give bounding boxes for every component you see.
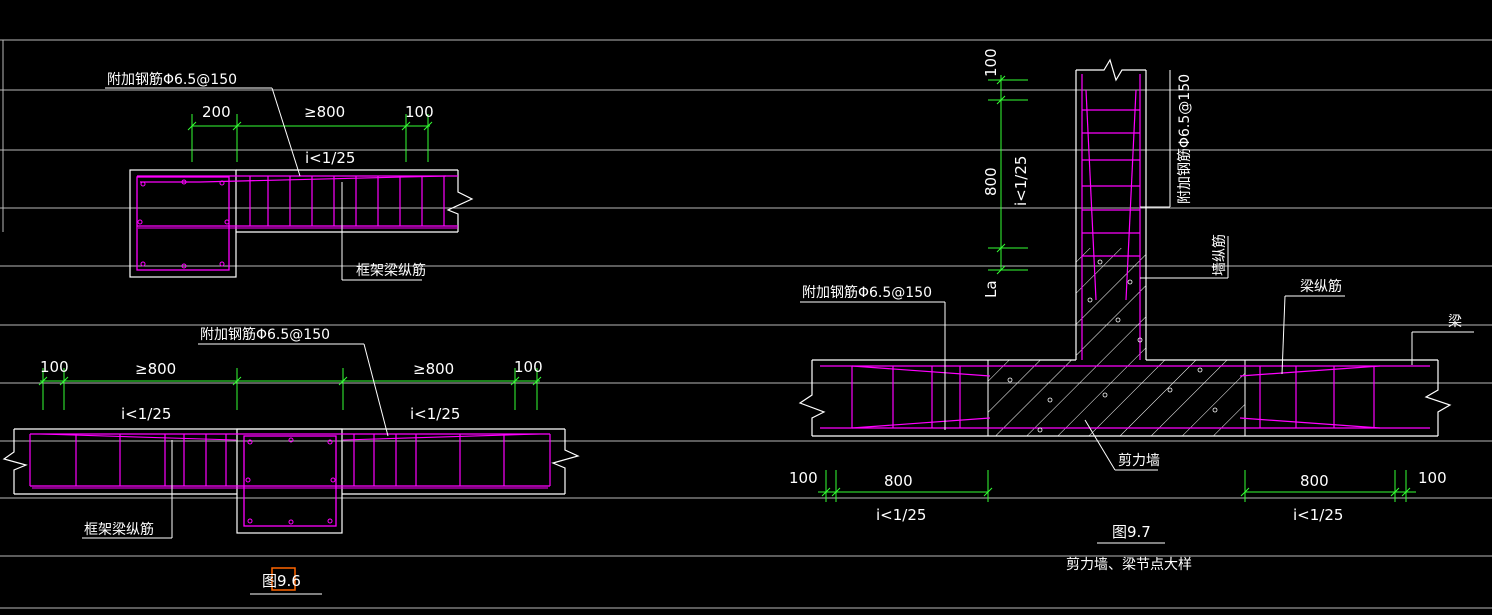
fig97-subcaption: 剪力墙、梁节点大样 bbox=[1066, 557, 1192, 573]
fig96-lower-beam bbox=[2, 343, 580, 539]
fig97-caption: 图9.7 bbox=[1112, 523, 1151, 541]
fig97-dim-100-top: 100 bbox=[982, 48, 1000, 77]
fig96-upper-rebar-label: 附加钢筋Φ6.5@150 bbox=[107, 71, 237, 88]
grid-lines bbox=[0, 39, 1492, 609]
fig96-lower-rebar-label: 附加钢筋Φ6.5@150 bbox=[200, 326, 330, 343]
fig97-wall-rebar-label: 附加钢筋Φ6.5@150 bbox=[1176, 74, 1193, 204]
fig97-beam-rebar-label: 梁纵筋 bbox=[1300, 278, 1342, 295]
fig96-lower-dim-800-left: ≥800 bbox=[135, 360, 176, 378]
fig96-upper-dim-200: 200 bbox=[202, 103, 231, 121]
fig96-caption bbox=[250, 567, 322, 595]
fig96-lower-slope-right: i<1/25 bbox=[410, 405, 460, 423]
fig97-dim-800-vertical: 800 bbox=[982, 167, 1000, 196]
fig97-slope-vertical: i<1/25 bbox=[1012, 156, 1030, 206]
fig97-wall-vertical-label: 墙纵筋 bbox=[1211, 234, 1228, 276]
fig97-dim-800-left: 800 bbox=[884, 472, 913, 490]
fig96-upper-beam-label: 框架梁纵筋 bbox=[356, 262, 426, 279]
fig96-lower-dim-100-right: 100 bbox=[514, 358, 543, 376]
fig96-lower-beam-label: 框架梁纵筋 bbox=[84, 521, 154, 538]
fig96-upper-dim-800: ≥800 bbox=[304, 103, 345, 121]
fig97-shear-wall-label: 剪力墙 bbox=[1118, 453, 1160, 469]
fig97-slope-right: i<1/25 bbox=[1293, 506, 1343, 524]
fig97-dim-100-left: 100 bbox=[789, 469, 818, 487]
fig97-wall-beam-joint bbox=[798, 58, 1474, 544]
fig96-caption-text: 图9.6 bbox=[262, 572, 301, 590]
fig97-slope-left: i<1/25 bbox=[876, 506, 926, 524]
fig97-rebar-label: 附加钢筋Φ6.5@150 bbox=[802, 284, 932, 301]
fig97-dim-800-right: 800 bbox=[1300, 472, 1329, 490]
fig97-beam-label: 梁 bbox=[1448, 314, 1462, 330]
fig97-la-label: La bbox=[982, 280, 1000, 298]
fig96-upper-slope: i<1/25 bbox=[305, 149, 355, 167]
fig96-lower-dim-800-right: ≥800 bbox=[413, 360, 454, 378]
fig96-lower-dim-100-left: 100 bbox=[40, 358, 69, 376]
fig96-upper-dim-100: 100 bbox=[405, 103, 434, 121]
fig96-upper-beam bbox=[105, 87, 474, 281]
fig97-dim-100-right: 100 bbox=[1418, 469, 1447, 487]
fig96-lower-slope-left: i<1/25 bbox=[121, 405, 171, 423]
